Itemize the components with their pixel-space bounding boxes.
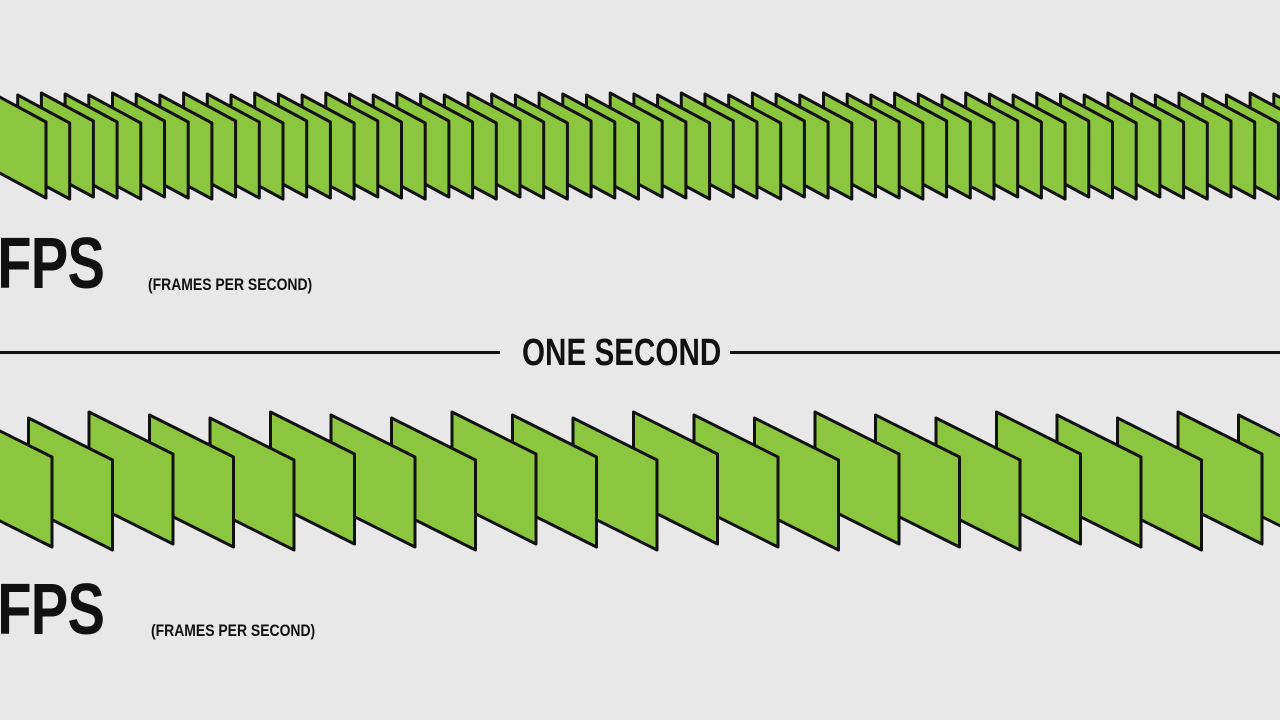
divider-line-right: [730, 351, 1280, 354]
high-fps-sublabel: (FRAMES PER SECOND): [148, 275, 313, 294]
high-fps-label: 0 FPS: [0, 224, 105, 304]
low-fps-frame-1: [0, 429, 54, 549]
high-fps-frame-strip: [0, 91, 1280, 201]
high-fps-frame-1: [0, 95, 48, 200]
one-second-label: ONE SECOND: [522, 332, 722, 374]
low-fps-label: 4 FPS: [0, 570, 105, 650]
low-fps-sublabel: (FRAMES PER SECOND): [151, 621, 316, 640]
divider-line-left: [0, 351, 500, 354]
low-fps-frame-strip: [0, 410, 1280, 552]
